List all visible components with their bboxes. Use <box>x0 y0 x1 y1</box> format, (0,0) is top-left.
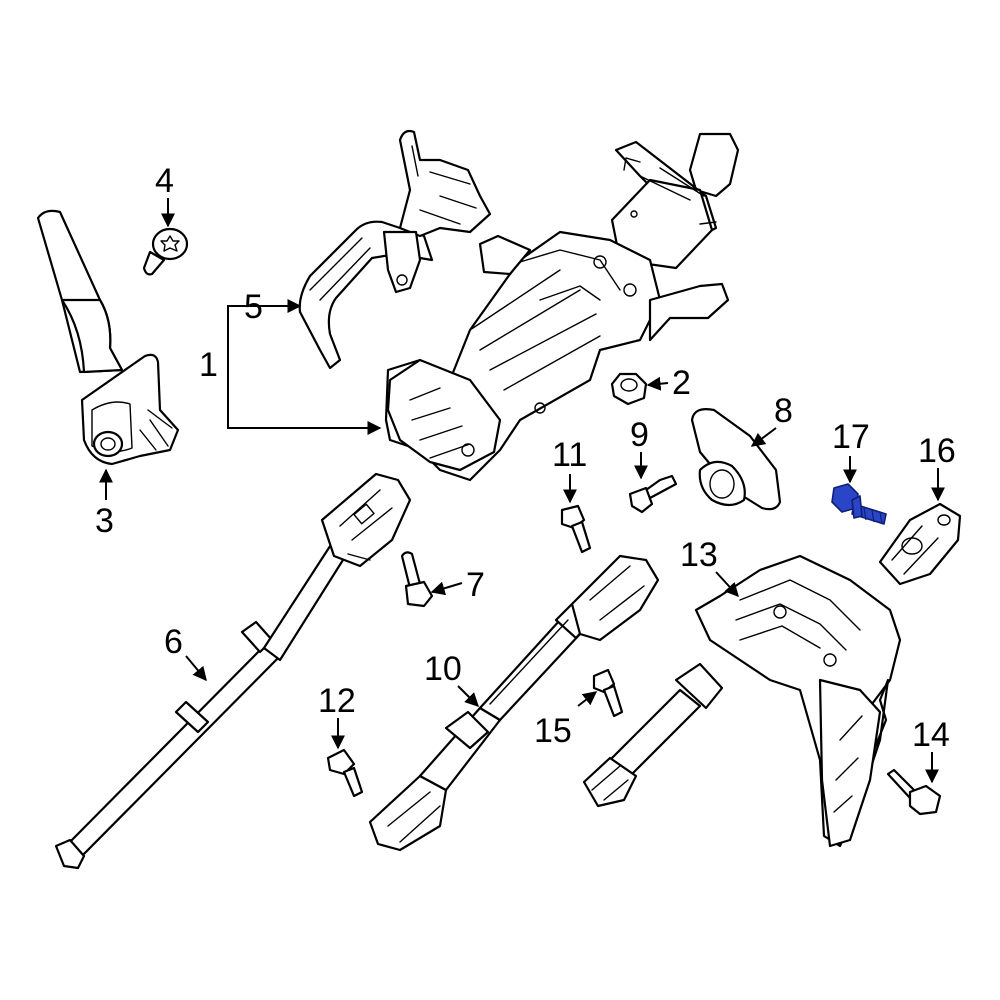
part-11-bolt[interactable] <box>560 504 592 554</box>
leader-1b <box>227 362 382 435</box>
leader-1 <box>227 305 300 362</box>
part-9-bolt[interactable] <box>628 474 678 514</box>
part-17-bolt-highlighted[interactable] <box>831 483 887 525</box>
leader-7 <box>430 581 463 596</box>
callout-1[interactable]: 1 <box>199 346 218 384</box>
callout-4[interactable]: 4 <box>155 162 174 200</box>
part-7-bolt[interactable] <box>400 551 434 608</box>
callout-13[interactable]: 13 <box>680 536 718 574</box>
callout-3[interactable]: 3 <box>95 502 114 540</box>
part-14-bolt[interactable] <box>886 768 942 816</box>
leader-8 <box>750 427 777 447</box>
callout-7[interactable]: 7 <box>466 566 485 604</box>
leader-6 <box>185 655 207 682</box>
callout-11[interactable]: 11 <box>552 436 587 474</box>
callout-9[interactable]: 9 <box>630 416 649 454</box>
part-2-nut[interactable] <box>610 372 648 406</box>
part-1-steering-column-assembly[interactable] <box>384 132 740 482</box>
callout-14[interactable]: 14 <box>912 716 950 754</box>
callout-17[interactable]: 17 <box>832 418 870 456</box>
callout-16[interactable]: 16 <box>918 432 956 470</box>
part-4-torx-screw[interactable] <box>142 227 189 276</box>
part-12-bolt[interactable] <box>326 748 364 798</box>
leader-2 <box>646 376 669 391</box>
callout-12[interactable]: 12 <box>318 682 356 720</box>
leader-15 <box>577 691 598 707</box>
part-6-lower-shaft[interactable] <box>54 472 412 870</box>
callout-8[interactable]: 8 <box>774 392 793 430</box>
part-8-seal-cover[interactable] <box>690 408 782 511</box>
callout-2[interactable]: 2 <box>672 364 691 402</box>
part-3-shift-lever[interactable] <box>36 209 180 466</box>
part-10-intermediate-shaft[interactable] <box>368 554 660 852</box>
callout-15[interactable]: 15 <box>534 712 572 750</box>
callout-10[interactable]: 10 <box>424 650 462 688</box>
leader-10 <box>457 685 479 707</box>
callout-labels: 1 2 3 4 5 6 7 8 9 10 11 12 13 14 15 16 1… <box>95 162 956 754</box>
part-13-column-assembly[interactable] <box>582 554 902 848</box>
leader-13 <box>715 571 739 598</box>
callout-6[interactable]: 6 <box>164 623 183 661</box>
callout-5[interactable]: 5 <box>244 288 263 326</box>
part-15-bolt[interactable] <box>592 668 624 718</box>
part-5-tilt-lever[interactable] <box>298 129 492 370</box>
leader-lines <box>99 198 945 784</box>
part-16-universal-joint[interactable] <box>878 502 962 586</box>
